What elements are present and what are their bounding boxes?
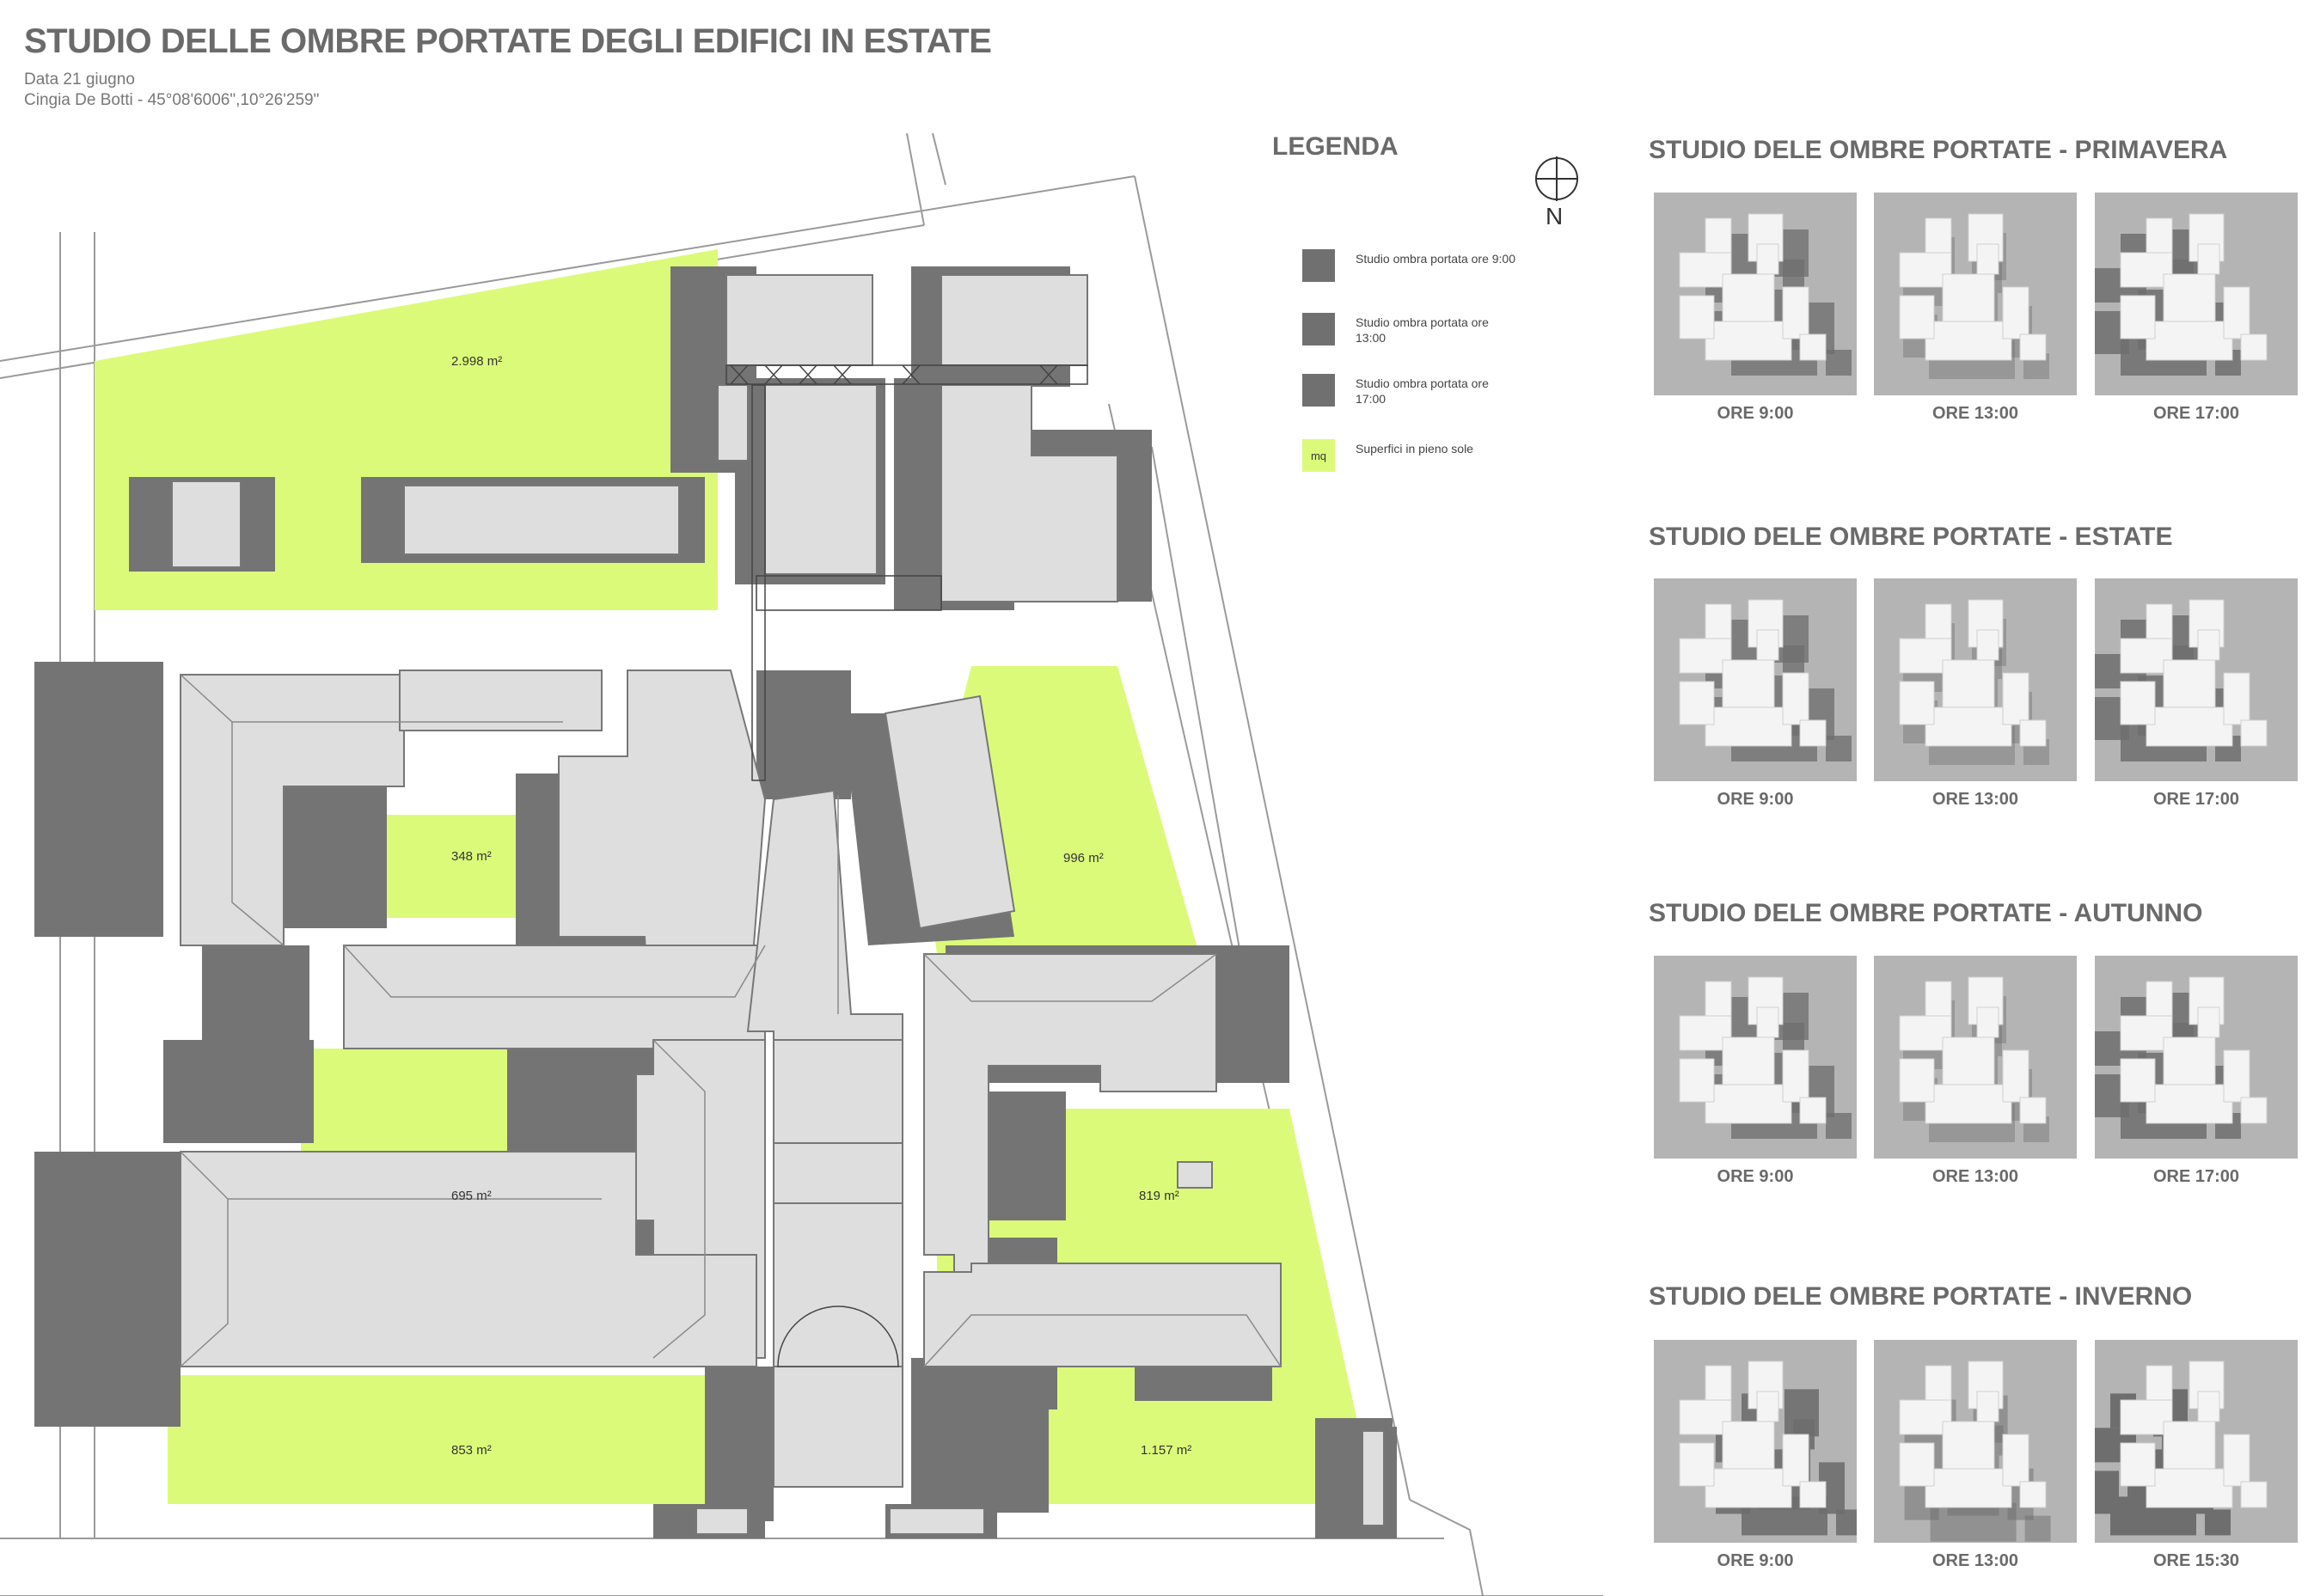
building-roofs <box>171 274 1385 1535</box>
legend-item-shadow-9: Studio ombra portata ore 9:00 <box>1302 249 1526 294</box>
hour-label: ORE 17:00 <box>2152 1167 2240 1186</box>
site-plan <box>0 132 1603 1596</box>
date-label: Data 21 giugno <box>24 70 135 89</box>
area-label-south-east: 1.157 m² <box>1141 1443 1192 1458</box>
season-title-spring: STUDIO DELE OMBRE PORTATE - PRIMAVERA <box>1649 136 2228 164</box>
hour-label: ORE 9:00 <box>1717 1167 1794 1186</box>
page-title: STUDIO DELLE OMBRE PORTATE DEGLI EDIFICI… <box>24 22 992 60</box>
shadow-study-thumbnail <box>1654 1340 1862 1543</box>
legend-item-shadow-13: Studio ombra portata ore 13:00 <box>1302 313 1526 358</box>
hour-label: ORE 9:00 <box>1717 404 1794 423</box>
shadow-study-thumbnail <box>2095 956 2298 1159</box>
area-label-southeast: 819 m² <box>1139 1189 1179 1203</box>
shadow-study-thumbnail <box>1874 193 2077 395</box>
hour-label: ORE 13:00 <box>1931 790 2019 809</box>
legend-item-shadow-17: Studio ombra portata ore 17:00 <box>1302 374 1526 419</box>
season-title-summer: STUDIO DELE OMBRE PORTATE - ESTATE <box>1649 523 2173 551</box>
legend-item-label: Studio ombra portata ore 9:00 <box>1356 252 1516 266</box>
legend-item-sun: mq Superfici in pieno sole <box>1302 439 1526 484</box>
legend-swatch <box>1302 249 1335 282</box>
legend-swatch-sun: mq <box>1302 439 1335 472</box>
season-title-winter: STUDIO DELE OMBRE PORTATE - INVERNO <box>1649 1282 2193 1311</box>
area-label-courtyard-b: 695 m² <box>451 1189 492 1203</box>
shadow-study-thumbnail <box>1654 578 1857 781</box>
legend-item-label: Studio ombra portata ore 13:00 <box>1356 315 1489 345</box>
legend-item-label: Studio ombra portata ore 17:00 <box>1356 376 1489 406</box>
legend-swatch <box>1302 313 1335 345</box>
north-arrow-icon <box>1534 156 1579 201</box>
shadow-study-thumbnail <box>1654 956 1857 1159</box>
area-label-east: 996 m² <box>1063 851 1104 865</box>
hour-label: ORE 9:00 <box>1717 790 1794 809</box>
shadow-study-thumbnail <box>2084 1340 2298 1543</box>
legend-item-label: Superfici in pieno sole <box>1356 442 1473 456</box>
hour-label: ORE 13:00 <box>1931 1167 2019 1186</box>
legend-swatch <box>1302 374 1335 407</box>
shadow-study-thumbnail <box>1874 956 2077 1159</box>
area-label-south-west: 853 m² <box>451 1443 492 1458</box>
north-label: N <box>1546 203 1564 229</box>
entrance-arch <box>777 1306 899 1367</box>
hour-label: ORE 17:00 <box>2152 404 2240 423</box>
pedestrian-bridge <box>725 364 1088 781</box>
shadow-study-thumbnail <box>2095 193 2298 395</box>
hour-label: ORE 17:00 <box>2152 790 2240 809</box>
area-label-courtyard-a: 348 m² <box>451 849 492 864</box>
hour-label: ORE 13:00 <box>1931 404 2019 423</box>
location-label: Cingia De Botti - 45°08'6006",10°26'259" <box>24 91 320 109</box>
season-title-autumn: STUDIO DELE OMBRE PORTATE - AUTUNNO <box>1649 899 2203 927</box>
hour-label: ORE 15:30 <box>2152 1551 2240 1570</box>
area-label-north: 2.998 m² <box>451 354 503 369</box>
hour-label: ORE 9:00 <box>1717 1551 1794 1570</box>
shadow-study-thumbnail <box>2095 578 2298 781</box>
hour-label: ORE 13:00 <box>1931 1551 2019 1570</box>
legend-title: LEGENDA <box>1272 132 1399 161</box>
shadow-study-thumbnail <box>1874 1340 2077 1543</box>
shadow-study-thumbnail <box>1654 193 1857 395</box>
shadow-study-thumbnail <box>1874 578 2077 781</box>
roof-ridges <box>180 674 1282 1367</box>
